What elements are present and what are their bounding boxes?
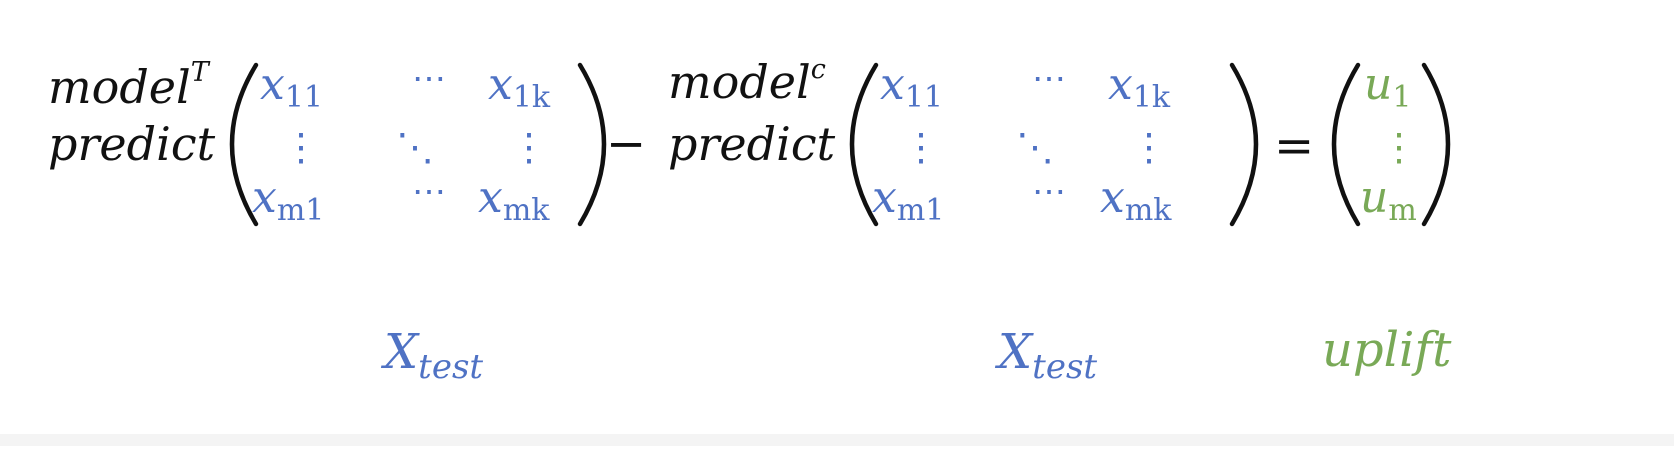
treatment-model-label: modelT predict <box>48 57 216 171</box>
matrix-1-hdots-top: ⋯ <box>412 59 446 99</box>
matrix-2-x1k: x1k <box>1108 59 1171 115</box>
matrix-1-xm1: xm1 <box>252 172 324 228</box>
matrix-2-hdots-top: ⋯ <box>1032 59 1066 99</box>
result-left-paren <box>1331 62 1361 227</box>
equals-operator: = <box>1274 118 1314 174</box>
matrix-1-x1k: x1k <box>488 59 551 115</box>
matrix-1-left-paren <box>229 62 259 227</box>
matrix-1-xmk: xmk <box>478 172 550 228</box>
control-model-word: modelc <box>668 54 826 109</box>
matrix-1-x11: x11 <box>260 59 323 115</box>
matrix-1-vdots-left: ⋮ <box>282 125 320 169</box>
matrix-2-x11: x11 <box>880 59 943 115</box>
test-matrix-2: x11 ⋯ x1k ⋮ ⋱ ⋮ xm1 ⋯ xmk <box>849 59 1259 228</box>
result-vdots: ⋮ <box>1380 125 1418 169</box>
x-test-label-2: Xtest <box>994 324 1097 387</box>
result-um: um <box>1360 172 1417 228</box>
matrix-2-vdots-left: ⋮ <box>902 125 940 169</box>
control-predict-word: predict <box>668 117 836 171</box>
matrix-2-left-paren <box>849 62 879 227</box>
control-model-label: modelc predict <box>668 54 836 171</box>
matrix-2-right-paren <box>1229 62 1259 227</box>
matrix-1-vdots-right: ⋮ <box>510 125 548 169</box>
treatment-predict-word: predict <box>48 117 216 171</box>
matrix-2-xmk: xmk <box>1100 172 1172 228</box>
matrix-2-xm1: xm1 <box>872 172 944 228</box>
result-u1: u1 <box>1364 59 1411 115</box>
x-test-label-1: Xtest <box>380 324 483 387</box>
uplift-label: uplift <box>1322 322 1452 378</box>
matrix-1-hdots-bottom: ⋯ <box>412 172 446 212</box>
treatment-model-word: modelT <box>48 57 211 114</box>
matrix-2-vdots-right: ⋮ <box>1130 125 1168 169</box>
test-matrix-1: x11 ⋯ x1k ⋮ ⋱ ⋮ xm1 ⋯ xmk <box>229 59 607 228</box>
matrix-2-hdots-bottom: ⋯ <box>1032 172 1066 212</box>
uplift-vector: u1 ⋮ um <box>1331 59 1451 228</box>
control-superscript: c <box>811 54 826 85</box>
bottom-strip <box>0 434 1674 446</box>
treatment-superscript: T <box>191 57 211 88</box>
matrix-1-ddots: ⋱ <box>396 125 434 169</box>
matrix-2-ddots: ⋱ <box>1016 125 1054 169</box>
minus-operator: − <box>606 116 646 172</box>
matrix-1-right-paren <box>577 62 607 227</box>
result-right-paren <box>1421 62 1451 227</box>
